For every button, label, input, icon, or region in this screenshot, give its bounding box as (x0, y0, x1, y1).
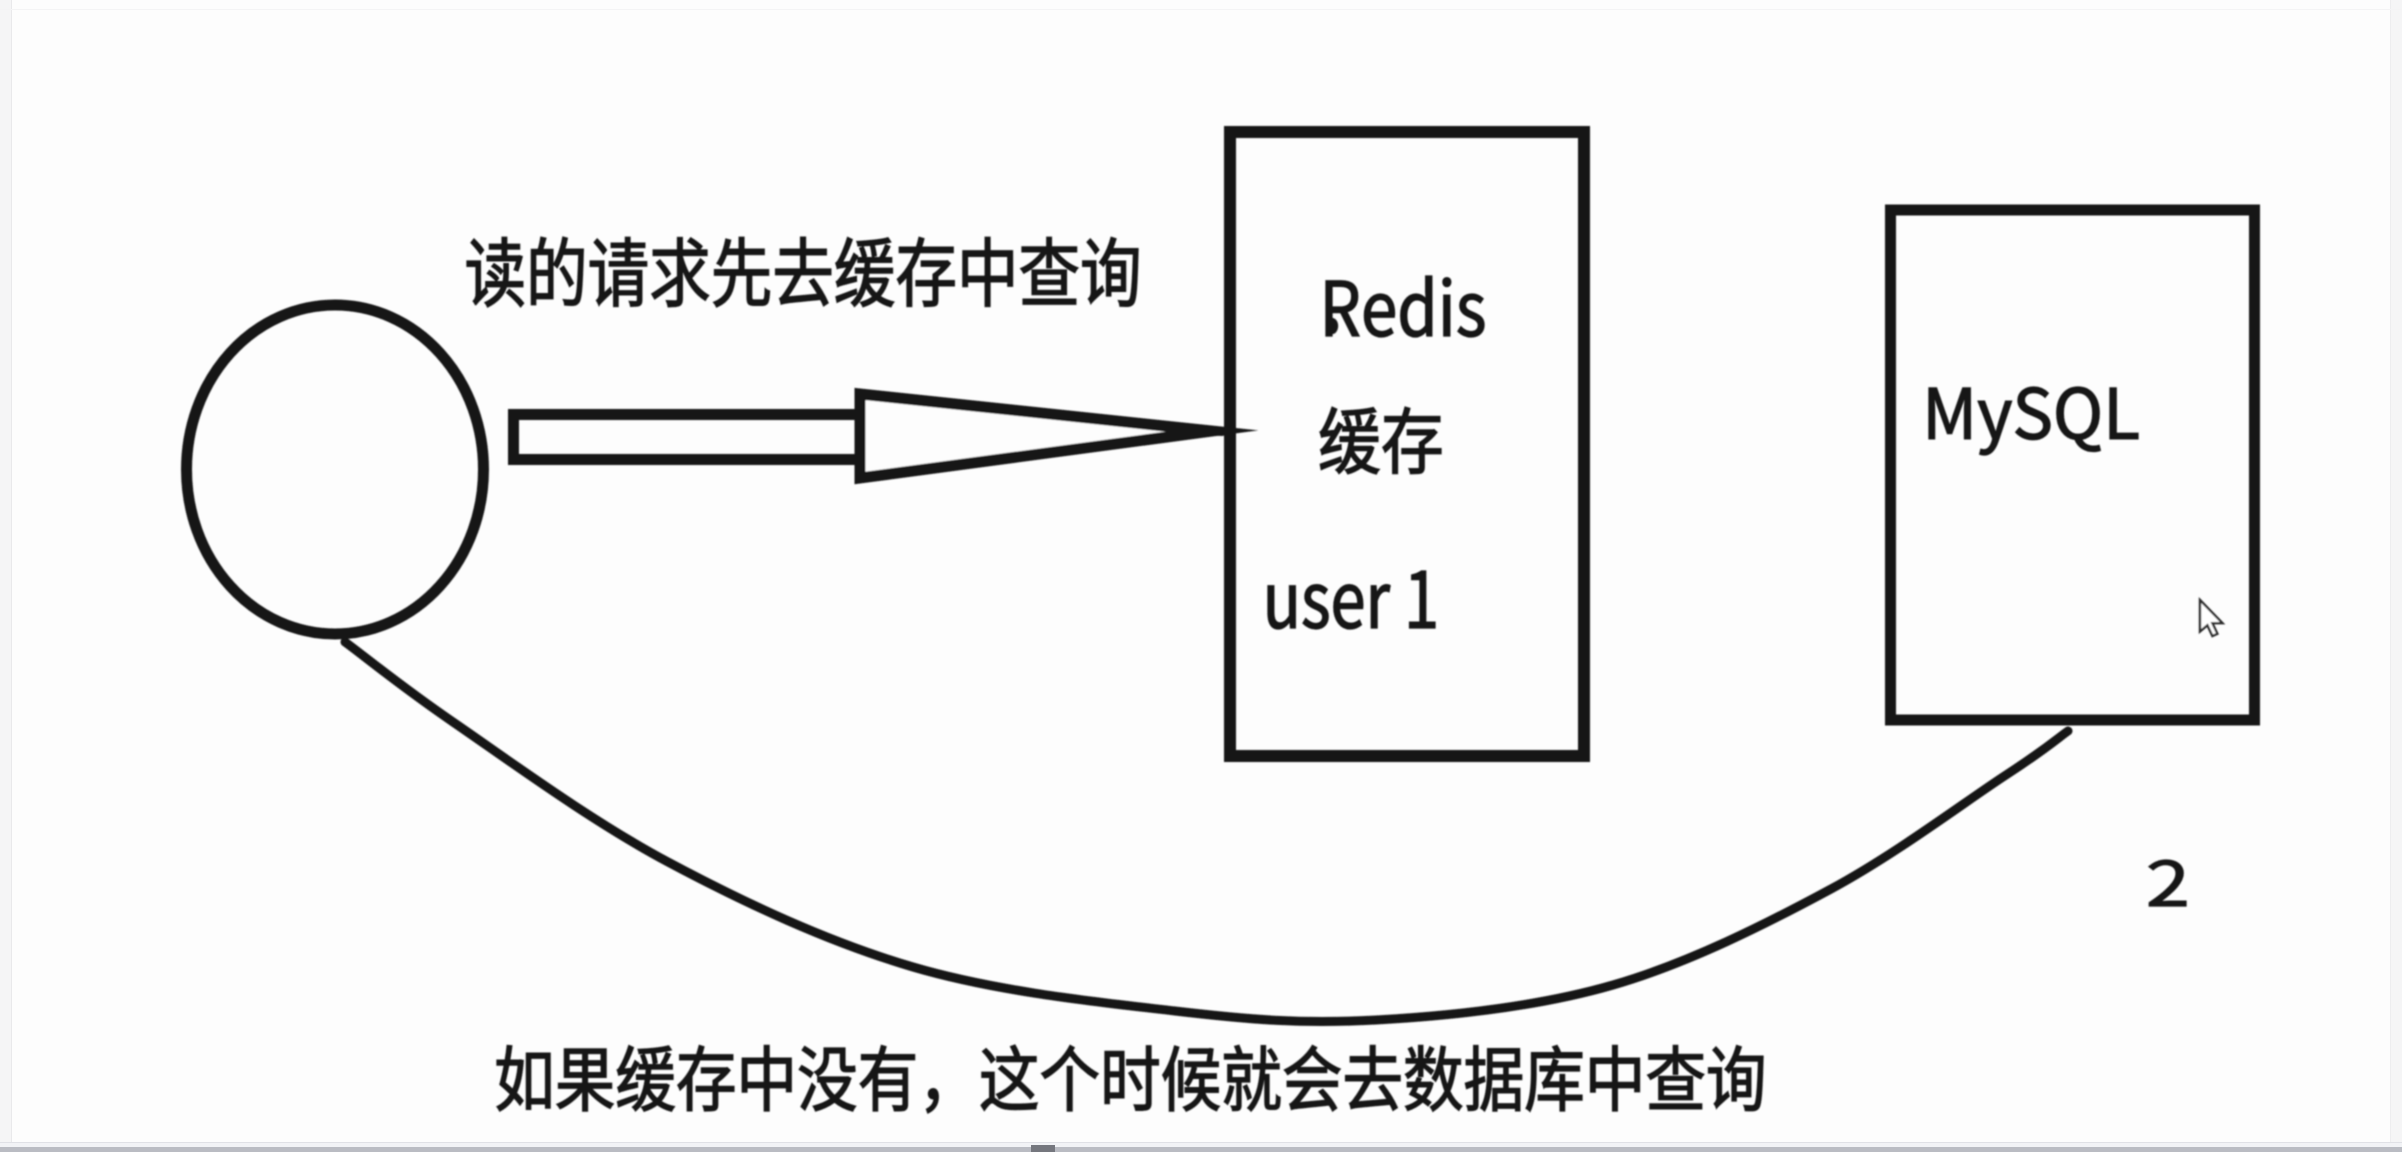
cache-subtitle-text: 缓存 (1320, 403, 1465, 484)
diagram-text-ink (466, 236, 2187, 1114)
bottom-caption-text: 如果缓存中没有，这个时候就会去数据库中查询 (497, 1041, 1996, 1121)
diagram-strokes (181, 126, 2260, 1027)
canvas-left-edge (0, 0, 12, 1142)
canvas-right-edge (2390, 0, 2402, 1142)
mouse-cursor-icon (2198, 597, 2226, 638)
arrow-shaft (508, 409, 861, 465)
db-title-text: MySQL (1929, 376, 2160, 454)
client-circle (181, 299, 489, 640)
cache-box (1224, 126, 1590, 762)
step-number-text: 2 (2149, 851, 2183, 920)
top-caption-text: 读的请求先去缓存中查询 (467, 233, 1295, 317)
database-box (1885, 204, 2260, 726)
scrollbar-handle[interactable] (1031, 1145, 1055, 1152)
step-number-glyphs (2147, 859, 2187, 907)
db-fallback-curve (340, 637, 2073, 1027)
read-request-arrow (508, 387, 1259, 485)
db-title-glyphs (1928, 386, 2139, 456)
cache-title-text: Redis (1326, 268, 1519, 352)
cache-entry-text: user 1 (1268, 559, 1484, 645)
cache-subtitle-glyphs (1319, 406, 1442, 475)
canvas-top-edge (0, 9, 2402, 10)
bottom-caption-glyphs (495, 1044, 1764, 1114)
cache-entry-glyphs (1267, 570, 1436, 630)
arrow-head (854, 387, 1259, 485)
bottom-scrollbar-track (0, 1147, 2402, 1152)
diagram-text-labels: 读的请求先去缓存中查询 如果缓存中没有，这个时候就会去数据库中查询 Redis … (467, 233, 2183, 1122)
stray-ink-dot (1325, 317, 1339, 335)
cache-title-glyphs (1325, 275, 1485, 338)
top-caption-glyphs (466, 236, 1139, 308)
arrow-tip-overshoot (1201, 426, 1227, 436)
